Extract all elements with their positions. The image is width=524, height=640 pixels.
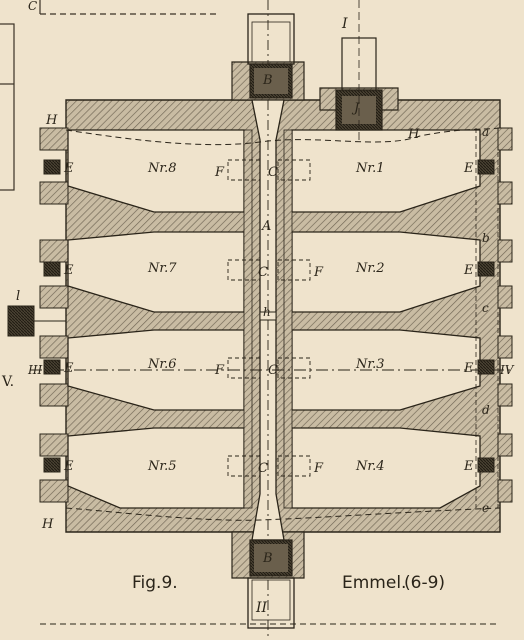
flue-line-top <box>65 127 501 146</box>
label-e-r2: E <box>463 263 474 278</box>
left-margin-frame <box>0 0 220 191</box>
label-f-3: F <box>214 363 225 378</box>
label-chamber-6: Nr.6 <box>147 357 177 372</box>
label-d-small: d <box>482 403 490 417</box>
flue-line-bottom <box>65 507 501 521</box>
label-c-1: C <box>268 165 278 180</box>
label-chamber-4: Nr.4 <box>355 459 385 474</box>
figure-caption: Fig.9. <box>132 573 178 593</box>
label-l: l <box>16 289 20 304</box>
label-a-small: a <box>482 125 489 139</box>
external-fitting-l <box>7 305 66 337</box>
label-roman-iii: III <box>27 363 42 377</box>
figure-author: Emmel. <box>342 573 406 593</box>
valve-boxes <box>227 159 311 477</box>
label-f-4: F <box>313 461 324 476</box>
label-chamber-5: Nr.5 <box>147 459 177 474</box>
figure-plate-ref: (6-9) <box>404 573 445 593</box>
label-c-4: C <box>258 461 268 476</box>
label-c-small: c <box>482 301 489 315</box>
label-chamber-7: Nr.7 <box>147 261 177 276</box>
door-openings <box>43 159 495 473</box>
label-h-bottom: H <box>41 517 54 532</box>
label-roman-v: V. <box>1 374 14 390</box>
label-e-small: e <box>482 501 489 515</box>
label-corner-c: C <box>28 0 37 13</box>
label-a: A <box>261 219 271 234</box>
label-b-top: B <box>262 73 273 88</box>
label-chamber-1: Nr.1 <box>355 161 385 176</box>
bottom-bearing <box>247 539 295 629</box>
label-chamber-2: Nr.2 <box>355 261 385 276</box>
label-chamber-8: Nr.8 <box>147 161 177 176</box>
label-roman-ii: II <box>255 600 268 616</box>
label-h-mid: H <box>407 127 420 142</box>
label-f-2: F <box>313 265 324 280</box>
label-h: h <box>263 305 271 319</box>
label-j: J <box>351 101 360 116</box>
bearing-j <box>335 0 383 140</box>
label-e-l2: E <box>63 263 74 278</box>
right-dashed-guides <box>475 128 499 508</box>
label-f-1: F <box>214 165 225 180</box>
label-e-l4: E <box>63 459 74 474</box>
top-bearing <box>247 13 295 99</box>
label-roman-i: I <box>341 16 348 32</box>
label-b-small: b <box>482 231 490 245</box>
label-roman-iv: IV <box>499 363 515 377</box>
label-h-top: H <box>45 113 58 128</box>
label-e-r4: E <box>463 459 474 474</box>
label-e-r1: E <box>463 161 474 176</box>
label-c-3: C <box>268 363 278 378</box>
label-e-r3: E <box>463 361 474 376</box>
label-e-l3: E <box>63 361 74 376</box>
central-shaft <box>243 0 293 640</box>
label-chamber-3: Nr.3 <box>355 357 385 372</box>
label-e-l1: E <box>63 161 74 176</box>
label-c-2: C <box>258 265 268 280</box>
label-b-bottom: B <box>262 551 273 566</box>
